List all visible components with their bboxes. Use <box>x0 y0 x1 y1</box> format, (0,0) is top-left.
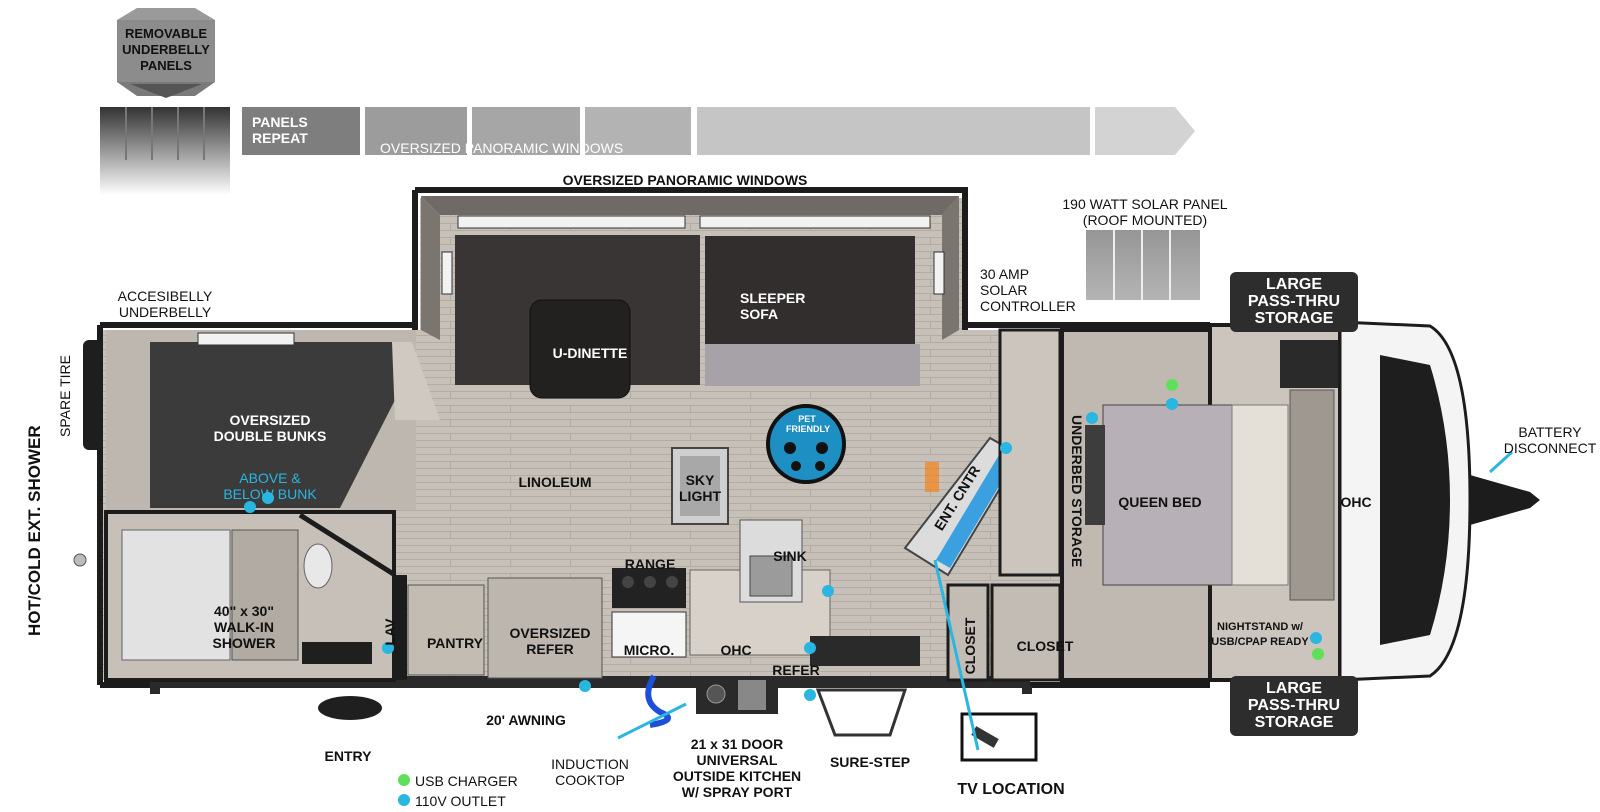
outlet-dots <box>244 398 1322 701</box>
induction-cooktop-label: INDUCTION COOKTOP <box>551 756 629 788</box>
lav-label: LAV <box>382 618 398 646</box>
tv-location-label: TV LOCATION <box>957 781 1065 798</box>
outside-kitchen <box>645 674 908 737</box>
bedroom <box>946 323 1342 682</box>
battery-disconnect-label: BATTERY DISCONNECT <box>1503 424 1597 456</box>
spare-tire-label: SPARE TIRE <box>57 355 73 437</box>
sink-label: SINK <box>773 548 807 564</box>
top-windows-label: OVERSIZED PANORAMIC WINDOWS <box>562 172 808 188</box>
ohc-kitchen-label: OHC <box>720 642 752 658</box>
pantry-label: PANTRY <box>427 635 483 651</box>
kitchen-area <box>395 447 920 680</box>
u-dinette-label: U-DINETTE <box>552 345 628 361</box>
strip-windows-label: OVERSIZED PANORAMIC WINDOWS <box>380 140 624 156</box>
awning-label: 20' AWNING <box>486 712 566 728</box>
queen-bed-label: QUEEN BED <box>1118 494 1202 510</box>
ext-shower-label: HOT/COLD EXT. SHOWER <box>25 425 44 636</box>
pass-thru-storage-top: LARGE PASS-THRU STORAGE <box>1230 272 1358 332</box>
walkin-shower-label: 40" x 30" WALK-IN SHOWER <box>212 603 276 651</box>
outside-kitchen-label: 21 x 31 DOOR UNIVERSAL OUTSIDE KITCHEN W… <box>672 736 802 800</box>
sure-step-label: SURE-STEP <box>829 754 911 770</box>
solar-controller-label: 30 AMP SOLAR CONTROLLER <box>980 266 1076 314</box>
dinette-sofa <box>455 235 920 399</box>
bunk-room <box>106 330 440 510</box>
usb-dots <box>1166 379 1324 660</box>
solar-panel-graphic <box>1086 230 1200 300</box>
sky-light-label: SKY LIGHT <box>679 472 721 504</box>
underbed-storage-label: UNDERBED STORAGE <box>1069 415 1085 568</box>
pet-friendly-badge <box>766 404 846 484</box>
bathroom <box>104 510 397 682</box>
linoleum-label: LINOLEUM <box>518 474 592 490</box>
removable-panels-arrow <box>117 8 215 98</box>
above-below-bunk-label: ABOVE & BELOW BUNK <box>223 470 317 502</box>
bunks-label: OVERSIZED DOUBLE BUNKS <box>213 412 327 444</box>
micro-label: MICRO. <box>623 642 675 658</box>
underbelly-panel-strip <box>100 107 1195 195</box>
entry-label: ENTRY <box>324 748 372 764</box>
pet-friendly-label: PET FRIENDLY <box>786 414 831 434</box>
range-label: RANGE <box>624 556 676 572</box>
closet-vertical-label: CLOSET <box>962 617 978 675</box>
callout-arrows <box>617 559 980 751</box>
legend-usb-label: USB CHARGER <box>415 773 518 789</box>
underbelly-label: ACCESIBELLY UNDERBELLY <box>117 288 213 320</box>
refer-outside-label: REFER <box>772 662 820 678</box>
nightstand-label: NIGHTSTAND w/ USB/CPAP READY <box>1211 621 1309 648</box>
oversized-refer-label: OVERSIZED REFER <box>509 625 591 657</box>
pass-thru-storage-bottom: LARGE PASS-THRU STORAGE <box>1230 676 1358 736</box>
tv-location-icon <box>960 712 1038 762</box>
closet-label: CLOSET <box>1016 638 1074 654</box>
front-cap <box>1338 320 1540 682</box>
legend-dots <box>398 774 410 806</box>
sleeper-sofa-label: SLEEPER SOFA <box>740 290 806 322</box>
legend-outlet-label: 110V OUTLET <box>415 793 506 809</box>
solar-panel-label: 190 WATT SOLAR PANEL (ROOF MOUNTED) <box>1062 196 1228 228</box>
ohc-bedroom-label: OHC <box>1340 494 1372 510</box>
panels-repeat-label: PANELS REPEAT <box>252 114 308 146</box>
removable-panels-label: REMOVABLE UNDERBELLY PANELS <box>122 26 210 73</box>
